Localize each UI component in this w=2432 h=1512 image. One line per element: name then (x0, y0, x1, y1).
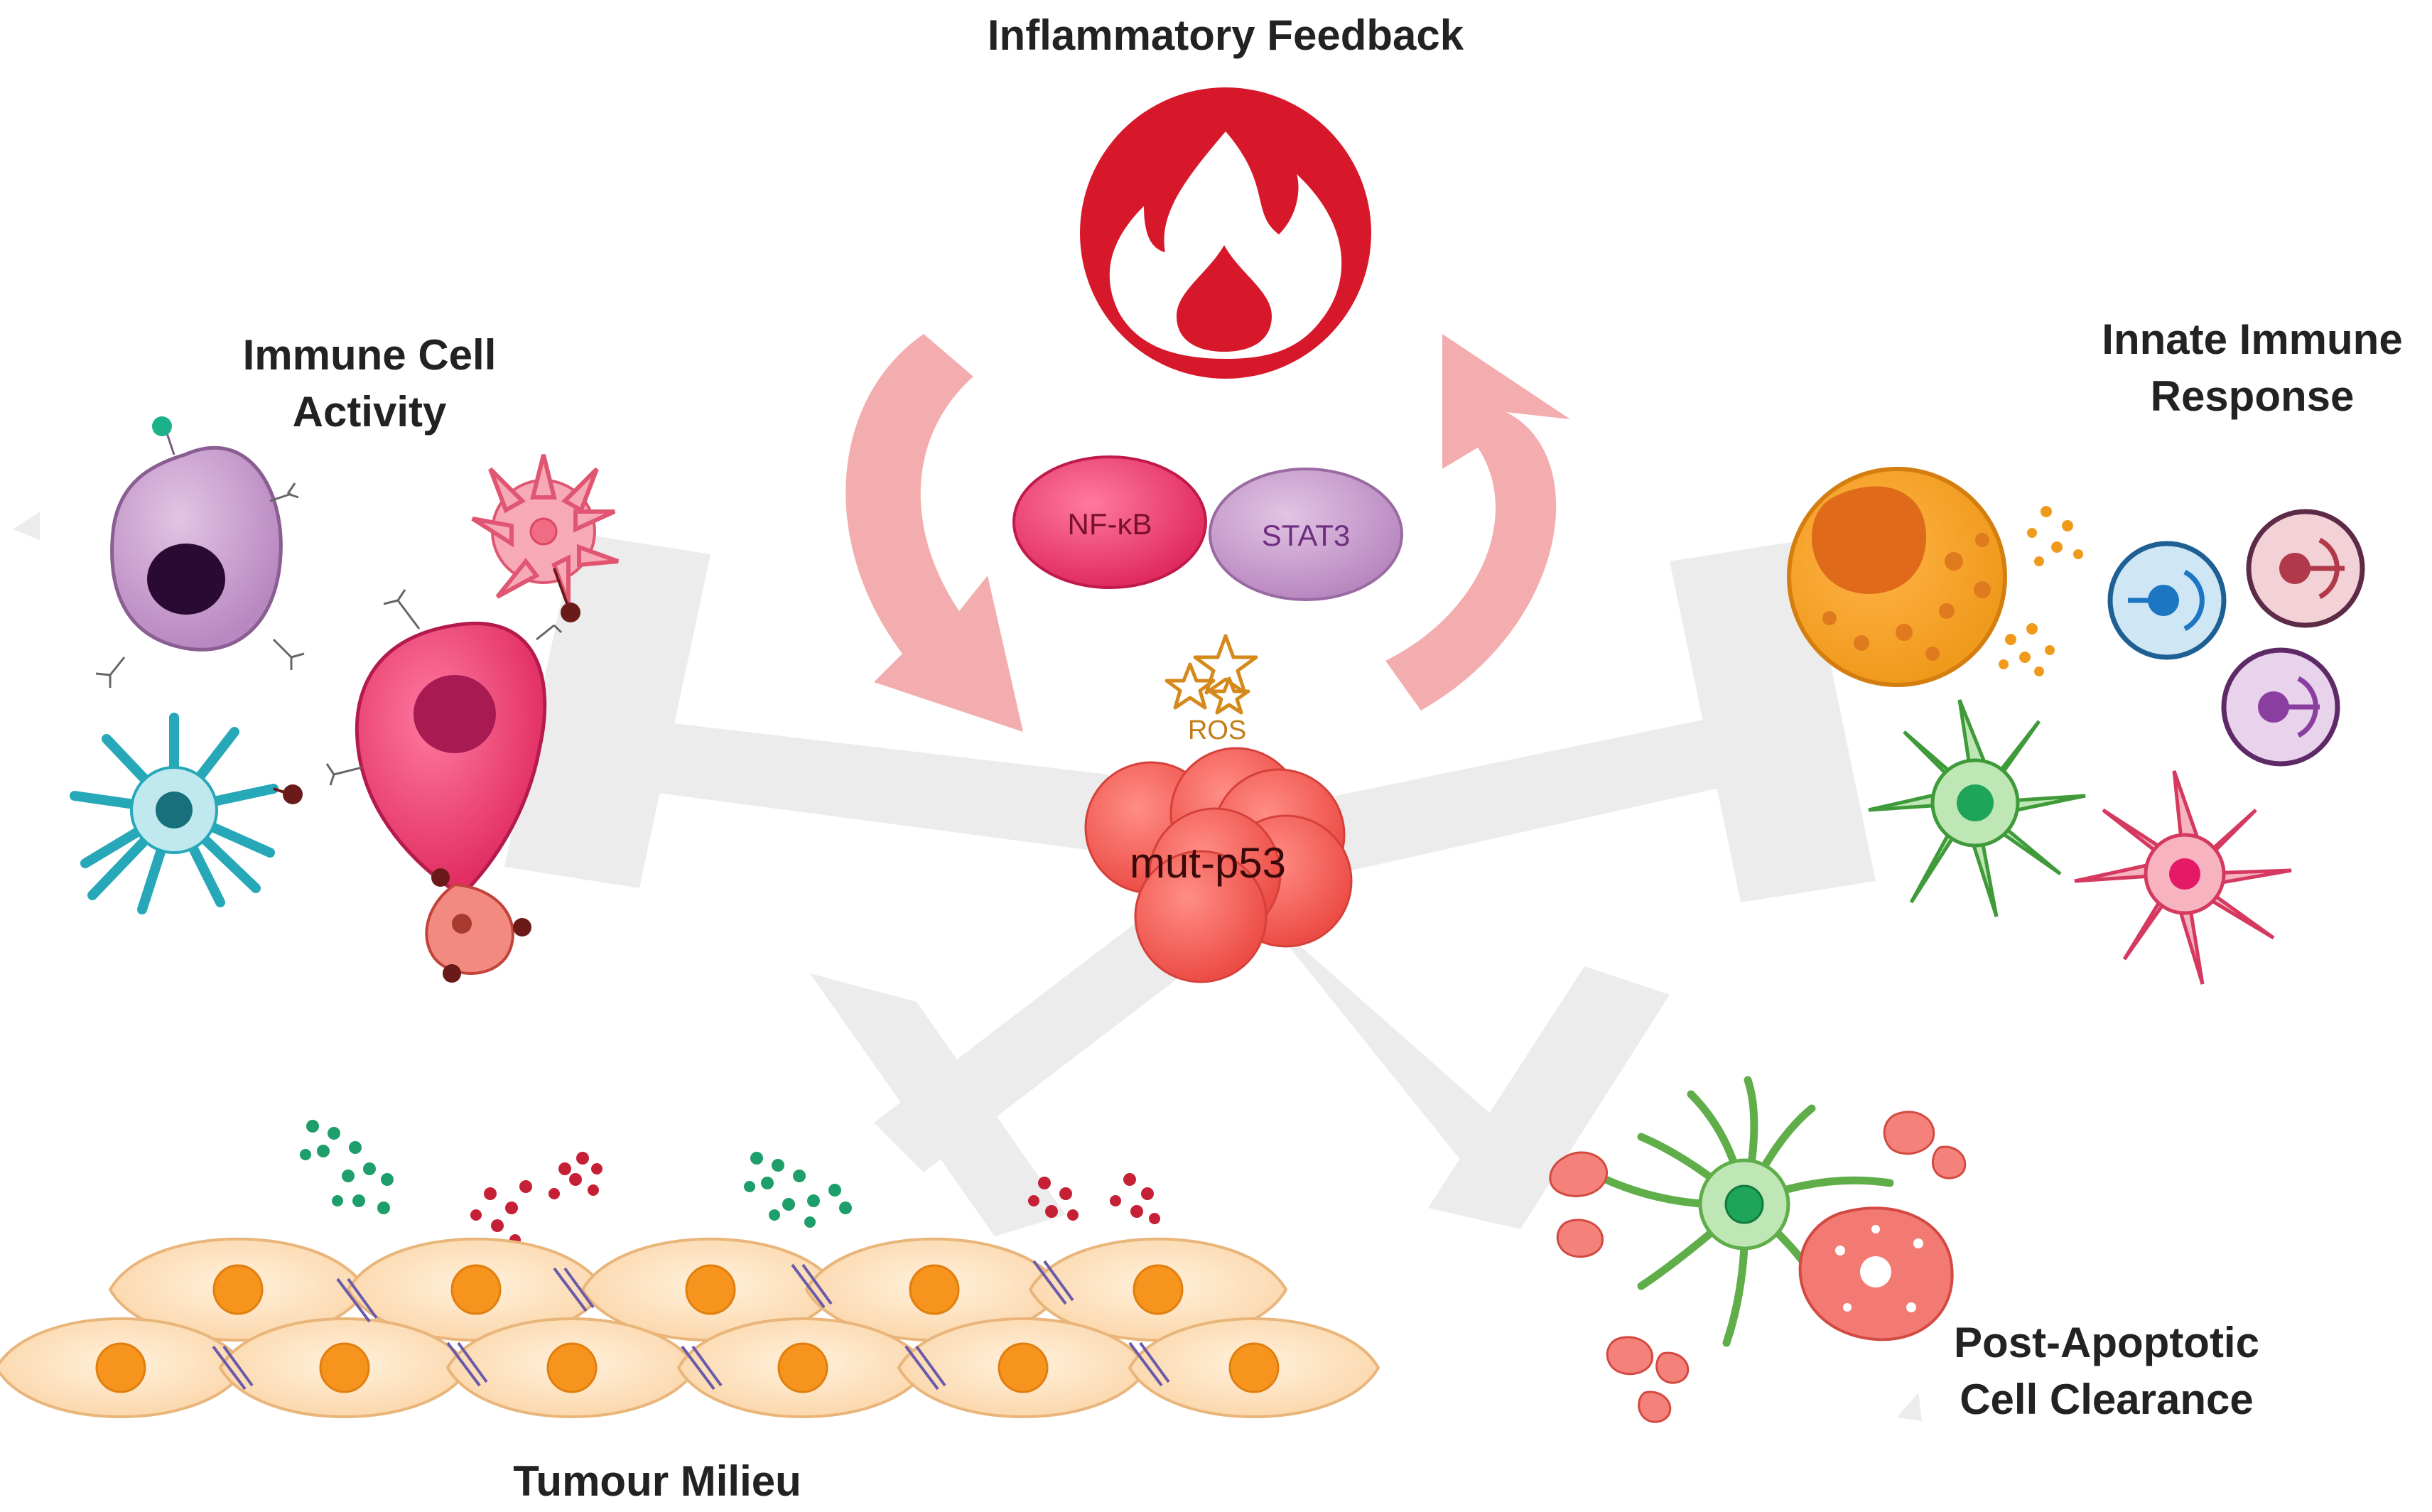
label-post-apoptotic-1: Post-Apoptotic (1954, 1319, 2259, 1366)
immune-cell-group (70, 416, 620, 983)
pink-dendritic-cell (471, 454, 620, 622)
tumour-nucleus (777, 1342, 828, 1393)
tumour-nucleus (212, 1264, 264, 1315)
inhibitor-br-bar (1428, 966, 1670, 1229)
label-immune-cell-activity-2: Activity (293, 388, 447, 436)
tumour-nucleus (909, 1264, 960, 1315)
label-innate-immune-1: Innate Immune (2102, 315, 2402, 363)
mutp53-node: mut-p53 (1084, 747, 1353, 983)
label-ros: ROS (1188, 716, 1246, 745)
label-nfkb: NF-κB (1068, 507, 1152, 541)
label-stat3: STAT3 (1262, 519, 1350, 552)
tumour-nucleus (998, 1342, 1049, 1393)
cell-junction (1032, 1260, 1074, 1305)
inhibitor-right-bar (1670, 540, 1876, 902)
cell-junction (446, 1341, 488, 1387)
stat3-node: STAT3 (1209, 468, 1403, 601)
cell-junction (212, 1345, 254, 1390)
inhibitor-left-bar (504, 533, 710, 888)
arrow-down-left (845, 334, 1023, 732)
label-inflammatory-feedback: Inflammatory Feedback (988, 11, 1464, 59)
cell-junction (1128, 1341, 1170, 1387)
ros-stars-icon (1164, 634, 1258, 715)
tumour-nucleus (685, 1264, 736, 1315)
innate-immune-group (1787, 467, 2365, 985)
label-tumour-milieu: Tumour Milieu (513, 1457, 801, 1505)
fire-badge (1080, 87, 1371, 379)
fire-inner-drop (1177, 245, 1272, 352)
tumour-nucleus (1133, 1264, 1184, 1315)
label-post-apoptotic-2: Cell Clearance (1960, 1376, 2254, 1423)
tumour-milieu-layer (0, 1237, 1380, 1418)
tumour-nucleus (319, 1342, 370, 1393)
arrow-up-right (1385, 334, 1570, 711)
inhibitor-right-stem (1336, 711, 1748, 874)
tumour-nucleus (95, 1342, 146, 1393)
marker-left (13, 512, 40, 540)
inhibitor-bl-bar (810, 973, 1066, 1236)
fire-icon (1109, 131, 1342, 359)
label-innate-immune-2: Response (2151, 372, 2355, 420)
label-mutp53: mut-p53 (1130, 839, 1286, 887)
label-immune-cell-activity-1: Immune Cell (243, 331, 497, 379)
tumour-nucleus (546, 1342, 598, 1393)
cell-junction (904, 1345, 946, 1390)
marker-bottom-right (1897, 1393, 1922, 1421)
nfkb-node: NF-κB (1012, 455, 1207, 589)
secreted-factors (300, 1120, 1160, 1246)
cell-junction (553, 1267, 595, 1312)
tumour-nucleus (450, 1264, 502, 1315)
cell-junction (336, 1278, 378, 1323)
feedback-arrows (845, 334, 1570, 732)
cell-junction (681, 1345, 723, 1390)
inhibitor-left-stem (625, 718, 1108, 853)
apoptotic-clearance-group (1549, 1076, 1967, 1423)
cell-junction (791, 1263, 833, 1309)
inhibitor-bars (504, 533, 1876, 1236)
tumour-nucleus (1228, 1342, 1280, 1393)
